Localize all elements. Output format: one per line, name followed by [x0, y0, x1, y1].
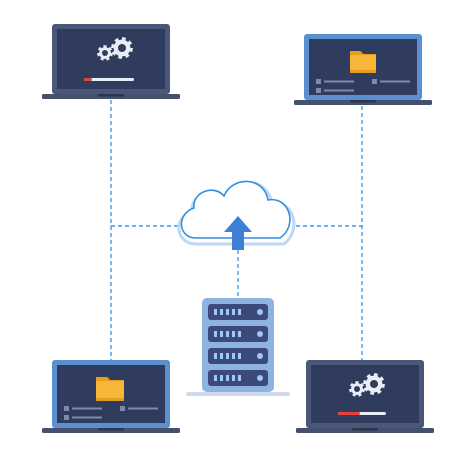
- upload-arrow-icon: [224, 216, 252, 250]
- server-vent: [214, 331, 217, 337]
- server-unit: [208, 348, 268, 364]
- file-line: [324, 80, 354, 83]
- file-thumb: [316, 79, 321, 84]
- folder-front: [350, 55, 376, 70]
- server-led: [257, 353, 263, 359]
- gear-hole: [354, 386, 360, 392]
- server-vent: [238, 309, 241, 315]
- folder-icon: [96, 377, 124, 401]
- progress-bar-track: [84, 78, 134, 81]
- progress-bar-fill: [84, 78, 92, 81]
- folder-icon: [350, 51, 376, 73]
- server-vent: [214, 353, 217, 359]
- folder-front: [96, 381, 124, 398]
- server-vent: [226, 309, 229, 315]
- server-vent: [214, 375, 217, 381]
- gear-hole: [370, 380, 378, 388]
- file-thumb: [316, 88, 321, 93]
- server-vent: [220, 375, 223, 381]
- gears-icon: [97, 37, 133, 61]
- server-unit: [208, 370, 268, 386]
- file-details: [316, 79, 410, 93]
- server-unit: [208, 326, 268, 342]
- server-vent: [232, 353, 235, 359]
- server-led: [257, 331, 263, 337]
- server-vent: [226, 353, 229, 359]
- file-thumb: [372, 79, 377, 84]
- laptop-bottom-right: [296, 360, 434, 433]
- progress-bar-fill: [338, 412, 360, 415]
- server-vent: [238, 353, 241, 359]
- server-vent: [214, 309, 217, 315]
- server-vent: [232, 331, 235, 337]
- file-thumb: [64, 415, 69, 420]
- server-rack-icon: [186, 298, 290, 396]
- server-vent: [238, 375, 241, 381]
- server-vent: [232, 375, 235, 381]
- server-unit: [208, 304, 268, 320]
- server-led: [257, 375, 263, 381]
- server-led: [257, 309, 263, 315]
- file-line: [324, 89, 354, 92]
- server-vent: [220, 331, 223, 337]
- file-line: [128, 407, 158, 410]
- server-vent: [226, 375, 229, 381]
- file-line: [72, 416, 102, 419]
- gear-hole: [118, 44, 126, 52]
- file-thumb: [64, 406, 69, 411]
- server-vent: [226, 331, 229, 337]
- file-line: [72, 407, 102, 410]
- cloud-upload-icon: [177, 180, 296, 250]
- file-details: [64, 406, 158, 420]
- server-vent: [220, 309, 223, 315]
- laptop-bottom-left: [42, 360, 180, 433]
- laptop-top-left: [42, 24, 180, 99]
- file-thumb: [120, 406, 125, 411]
- server-vent: [238, 331, 241, 337]
- server-vent: [220, 353, 223, 359]
- laptop-top-right: [294, 34, 432, 105]
- server-vent: [232, 309, 235, 315]
- gears-icon: [349, 373, 385, 397]
- file-line: [380, 80, 410, 83]
- connection-lines: [110, 100, 363, 362]
- gear-hole: [102, 50, 108, 56]
